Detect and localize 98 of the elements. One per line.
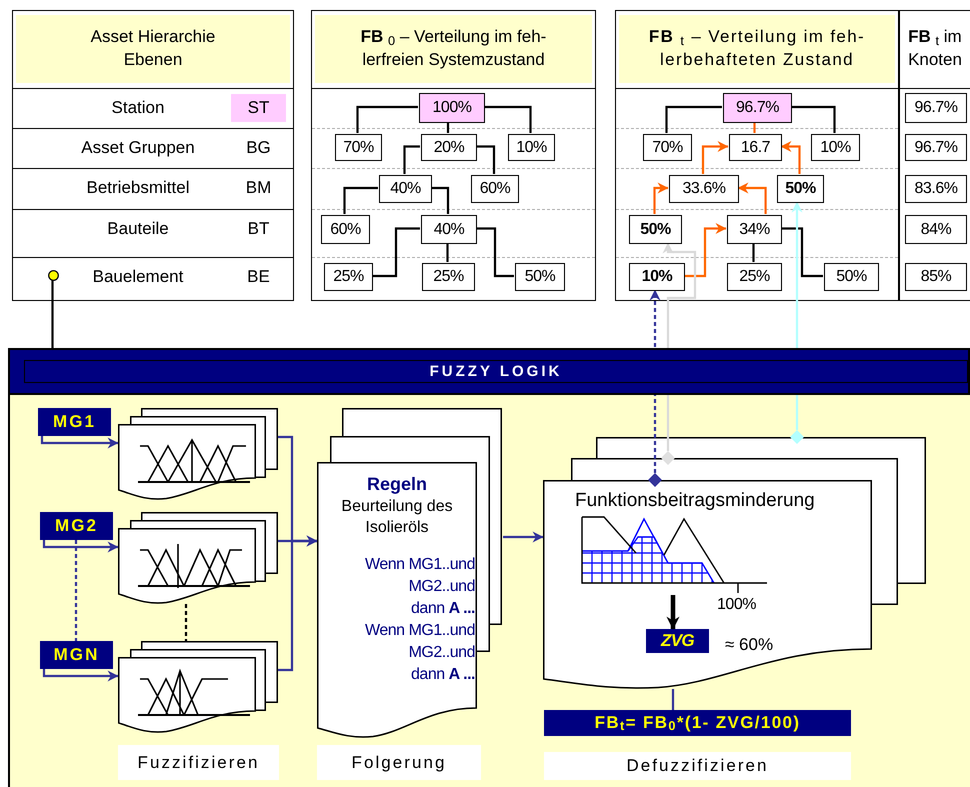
panel-title: FUZZY LOGIK — [430, 364, 562, 379]
connector-line — [476, 227, 514, 278]
level-code: BE — [246, 266, 271, 288]
step-label: Defuzzifizieren — [544, 752, 851, 780]
step-label: Fuzzifizieren — [118, 745, 279, 780]
value-box: 96.7% — [905, 134, 967, 161]
value-box: 50% — [629, 215, 682, 244]
value-box: 10% — [811, 134, 860, 161]
connector-line — [791, 106, 836, 133]
value-box: 70% — [643, 134, 692, 161]
row-label: Asset Gruppen — [80, 139, 196, 156]
level-code: BM — [244, 177, 272, 200]
arrow — [737, 182, 767, 214]
connector-line — [753, 122, 756, 133]
arrow — [42, 540, 119, 552]
value-box: 50% — [515, 263, 565, 291]
arrow — [40, 436, 119, 448]
value-box: 34% — [727, 215, 782, 244]
value-box: 50% — [824, 263, 879, 291]
diamond-marker — [790, 430, 804, 444]
value-box: 96.7% — [905, 93, 967, 123]
connector-line — [372, 227, 420, 278]
table-column — [615, 10, 899, 301]
value-box: 60% — [471, 175, 519, 203]
arrow — [653, 182, 669, 214]
rule-line: dann A ... — [411, 665, 475, 685]
diamond-marker — [648, 473, 662, 487]
connector-line — [752, 243, 755, 262]
value-box: 40% — [379, 175, 432, 203]
value-box: 25% — [324, 263, 373, 291]
level-code: BT — [246, 218, 270, 240]
level-code: ST — [231, 94, 286, 122]
level-code: BG — [245, 137, 272, 160]
circle-marker — [48, 270, 59, 281]
formula-label: FB$_{t}$= FB$_{0}$*(1- ZVG/100) — [544, 710, 851, 736]
chart-title: Funktionsbeitragsminderung — [575, 491, 815, 510]
arrow — [662, 242, 696, 451]
rules-heading: Regeln — [366, 473, 427, 496]
value-box: 10% — [629, 263, 685, 291]
value-box: 60% — [321, 215, 370, 244]
connector-line — [665, 106, 722, 133]
connector-line — [446, 122, 450, 133]
value-box: 16.7 — [729, 134, 782, 161]
arrow — [780, 141, 801, 174]
connector-line — [403, 145, 420, 174]
table-column — [12, 10, 294, 301]
connector-line — [356, 106, 418, 133]
rules-subtitle: Beurteilung des Isolieröls — [340, 497, 454, 538]
value-text: ≈ 60% — [725, 634, 774, 656]
step-label: Folgerung — [317, 745, 481, 780]
fuzzy-set-drawing — [580, 515, 770, 595]
rule-line: dann A ... — [411, 599, 475, 619]
connector-line — [484, 106, 532, 133]
row-label: Station — [110, 99, 166, 116]
row-label: Bauelement — [92, 268, 184, 285]
connector-line — [476, 145, 496, 174]
input-label: MG2 — [40, 512, 113, 540]
value-box: 83.6% — [905, 175, 967, 203]
value-box: 85% — [905, 263, 967, 291]
row-label: Bauteile — [106, 220, 170, 237]
value-box: 25% — [727, 263, 782, 291]
connector-line — [51, 280, 54, 348]
row-label: Betriebsmittel — [86, 179, 190, 196]
arrow — [278, 536, 318, 672]
connector-line — [431, 186, 450, 214]
value-box: 33.6% — [669, 175, 739, 203]
value-box: 100% — [419, 93, 485, 123]
table-column — [899, 10, 970, 301]
connector-line — [74, 540, 78, 641]
rule-line: Wenn MG1..und — [365, 621, 475, 641]
rule-line: MG2..und — [408, 577, 475, 597]
diamond-marker — [661, 451, 675, 465]
input-label: MGN — [40, 641, 113, 669]
connector-line — [672, 689, 674, 710]
connector-line — [781, 227, 823, 278]
table-column — [311, 10, 596, 301]
connector-line — [343, 186, 378, 214]
arrow — [42, 669, 119, 682]
value-box: 10% — [508, 134, 555, 161]
value-box: 84% — [905, 215, 967, 244]
value-box: 96.7% — [723, 93, 792, 123]
arrow — [684, 223, 727, 278]
rule-line: Wenn MG1..und — [365, 555, 475, 575]
arrow — [666, 595, 680, 630]
arrow — [503, 532, 544, 542]
arrow — [792, 201, 802, 430]
value-box: 50% — [777, 175, 824, 203]
value-box: 70% — [335, 134, 382, 161]
value-box: 25% — [422, 263, 475, 291]
connector-line — [184, 604, 188, 641]
rule-line: MG2..und — [408, 643, 475, 663]
input-label: MG1 — [38, 408, 111, 436]
axis-label: 100% — [717, 597, 756, 613]
value-box: 40% — [421, 215, 477, 244]
arrow — [650, 289, 660, 473]
arrow — [702, 141, 729, 174]
value-box: 20% — [421, 134, 477, 161]
connector-line — [446, 243, 449, 262]
